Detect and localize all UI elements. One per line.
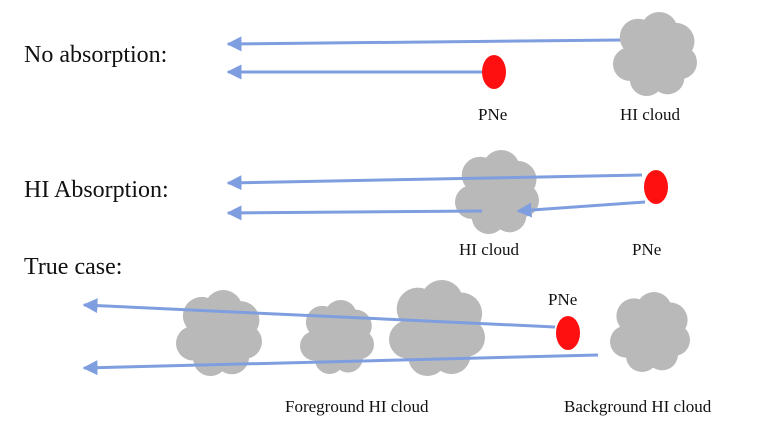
row-title-no-absorption: No absorption: (24, 42, 167, 68)
row-true-case: True case: PNe Foreground HI cloud Backg… (24, 254, 712, 416)
light-ray-arrow (226, 36, 623, 52)
background-hi-cloud (610, 292, 690, 372)
light-ray-arrow (82, 353, 599, 376)
pne-label: PNe (548, 290, 577, 309)
pne-dot (644, 170, 668, 204)
row-hi-absorption: HI Absorption: HI cloud PNe (24, 150, 668, 259)
light-ray-arrow (516, 200, 646, 218)
pne-label: PNe (632, 240, 661, 259)
light-ray-arrow (82, 298, 556, 329)
pne-dot (482, 55, 506, 89)
row-title-hi-absorption: HI Absorption: (24, 177, 169, 203)
background-hi-cloud-label: Background HI cloud (564, 397, 712, 416)
hi-cloud (455, 150, 539, 234)
pne-dot (556, 316, 580, 350)
row-no-absorption: No absorption: PNe HI cloud (24, 12, 697, 124)
foreground-hi-cloud (389, 280, 485, 376)
hi-cloud-label: HI cloud (620, 105, 680, 124)
light-ray-arrow (226, 173, 643, 191)
pne-label: PNe (478, 105, 507, 124)
hi-cloud-label: HI cloud (459, 240, 519, 259)
row-title-true-case: True case: (24, 254, 122, 280)
foreground-hi-cloud-label: Foreground HI cloud (285, 397, 429, 416)
hi-cloud (613, 12, 697, 96)
light-ray-arrow (226, 205, 483, 221)
